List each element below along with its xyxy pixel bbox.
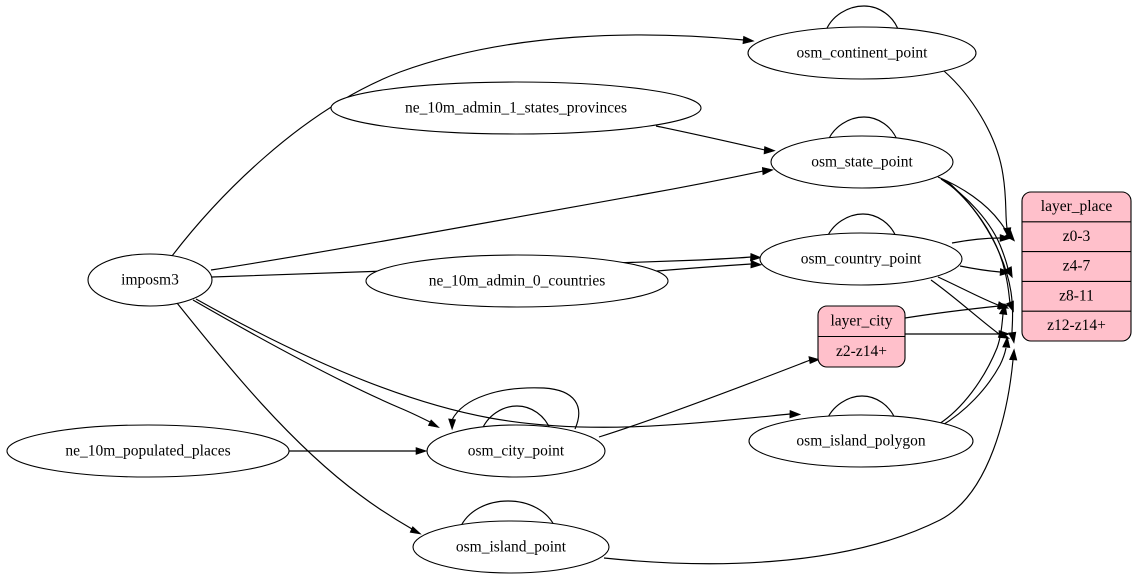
edge-self-osm_continent_point <box>824 5 900 34</box>
node-osm_island_point[interactable]: osm_island_point <box>412 520 610 574</box>
node-shape[interactable] <box>330 81 702 135</box>
edge-imposm3-to-osm_state_point <box>210 170 764 271</box>
edge-osm_island_polygon-to-layer_place-z8_11 <box>938 313 1004 425</box>
edge-osm_state_point-to-layer_place-z0_3 <box>937 176 1009 235</box>
edge-imposm3-to-osm_island_polygon <box>195 298 791 428</box>
arrowhead <box>1009 348 1018 361</box>
arrowhead <box>750 252 762 262</box>
edge-self-osm_city_point <box>480 405 552 433</box>
edge-osm_island_point-to-layer_place-z12_z14 <box>603 359 1014 565</box>
edge-osm_country_point-to-layer_place-z0_3 <box>951 237 1001 244</box>
arrowhead <box>415 447 428 455</box>
edge-osm_country_point-to-layer_place-z8_11 <box>937 276 999 306</box>
node-imposm3[interactable]: imposm3 <box>87 253 213 307</box>
edge-self-osm_island_point <box>459 500 556 529</box>
edge-osm_country_point-to-layer_place-z12_z14 <box>930 279 1000 335</box>
edge-self-osm_island_polygon <box>825 395 897 423</box>
arrowhead <box>448 418 457 431</box>
arrowhead <box>1002 335 1011 348</box>
edge-osm_island_polygon-to-layer_place-z12_z14 <box>940 347 1007 427</box>
edge-osm_city_point-to-layer_city <box>598 359 811 438</box>
arrowhead <box>999 234 1012 242</box>
edge-self-osm_state_point <box>826 116 899 144</box>
edge-osm_state_point-to-layer_place-z12_z14 <box>946 180 1014 334</box>
arrowhead <box>808 356 821 365</box>
arrowhead <box>999 268 1012 276</box>
node-ne_10m_populated_places[interactable]: ne_10m_populated_places <box>6 424 290 478</box>
node-shape[interactable] <box>412 520 610 574</box>
arrowhead <box>998 330 1011 338</box>
node-ne_10m_admin_0_countries[interactable]: ne_10m_admin_0_countries <box>365 254 669 308</box>
node-shape[interactable] <box>770 135 954 189</box>
edge-layer <box>171 5 1018 565</box>
node-osm_state_point[interactable]: osm_state_point <box>770 135 954 189</box>
node-layer_city[interactable]: layer_city z2-z14+ <box>817 305 906 368</box>
node-osm_city_point[interactable]: osm_city_point <box>426 424 606 478</box>
arrowhead <box>750 259 763 269</box>
layer_place-box[interactable] <box>1021 191 1132 342</box>
node-shape[interactable] <box>759 232 963 286</box>
edge-ne_admin1-to-osm_state_point <box>655 125 766 151</box>
arrowhead <box>742 35 755 45</box>
node-osm_island_polygon[interactable]: osm_island_polygon <box>748 414 974 468</box>
arrowhead <box>1008 331 1017 344</box>
node-osm_continent_point[interactable]: osm_continent_point <box>747 26 977 80</box>
arrowhead <box>427 419 440 428</box>
edge-imposm3-to-osm_city_point <box>192 299 431 423</box>
node-shape[interactable] <box>365 254 669 308</box>
arrowhead <box>789 409 802 419</box>
edge-self-osm_country_point <box>825 213 898 241</box>
node-ne_10m_admin_1_states_provinces[interactable]: ne_10m_admin_1_states_provinces <box>330 81 702 135</box>
edge-osm_continent_point-to-layer_place-z0_3 <box>943 70 1008 229</box>
arrowhead <box>409 526 422 535</box>
arrowhead <box>761 167 774 176</box>
edge-osm_city_point-outer-loop <box>451 387 580 430</box>
edge-layer_city-to-layer_place-z8_11 <box>904 305 1000 319</box>
edge-ne_admin0-to-osm_country_point <box>644 263 752 273</box>
node-layer: imposm3 ne_10m_admin_1_states_provinces … <box>6 26 977 574</box>
arrowhead <box>999 302 1008 315</box>
edge-osm_country_point-to-layer_place-z4_7 <box>959 265 1001 273</box>
node-shape[interactable] <box>747 26 977 80</box>
node-osm_country_point[interactable]: osm_country_point <box>759 232 963 286</box>
edge-imposm3-to-osm_continent_point <box>171 34 745 257</box>
node-layer_place[interactable]: layer_place z0-3 z4-7 z8-11 z12-z14+ <box>1021 191 1132 342</box>
node-shape[interactable] <box>748 414 974 468</box>
node-shape[interactable] <box>87 253 213 307</box>
node-shape[interactable] <box>6 424 290 478</box>
edge-imposm3-to-osm_island_point <box>176 302 413 530</box>
node-shape[interactable] <box>426 424 606 478</box>
arrowhead <box>763 146 776 155</box>
